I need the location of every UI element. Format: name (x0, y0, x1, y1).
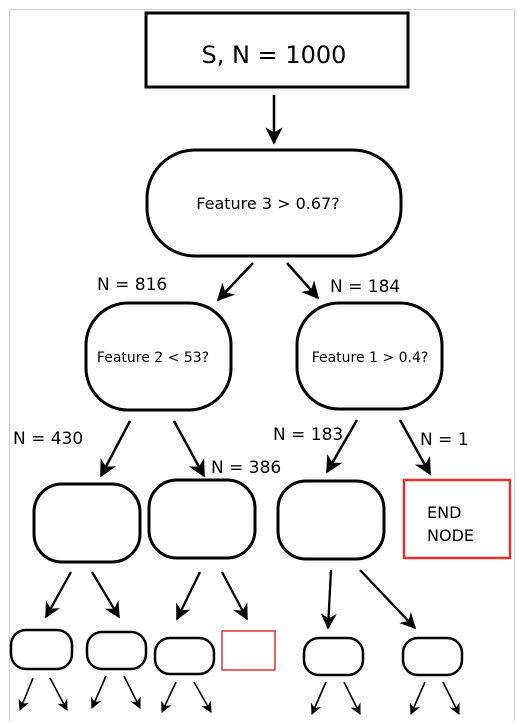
level2-left-question: Feature 2 < 53? (97, 350, 209, 366)
level4-node-5 (401, 636, 464, 677)
end-node-line1: END (427, 503, 461, 522)
level3-node-3 (276, 479, 386, 561)
level2-rr-edge-label: N = 1 (420, 430, 469, 450)
end-node-box (402, 478, 512, 560)
level1-right-edge-label: N = 184 (330, 277, 400, 297)
level2-right-node: Feature 1 > 0.4? (295, 301, 444, 411)
level2-rl-arrow (325, 419, 359, 474)
level2-right-question: Feature 1 > 0.4? (312, 350, 429, 366)
level2-lr-edge-label: N = 386 (211, 458, 281, 478)
level2-lr-arrow (172, 420, 206, 478)
level1-node: Feature 3 > 0.67? (145, 148, 403, 258)
level1-question: Feature 3 > 0.67? (196, 194, 339, 213)
level3-arrow-3 (175, 571, 202, 621)
level2-rl-edge-label: N = 183 (273, 425, 343, 445)
page-frame (9, 9, 515, 721)
root-node: S, N = 1000 (144, 11, 410, 89)
level2-left-node: Feature 2 < 53? (84, 301, 233, 412)
level4-node-4 (302, 636, 365, 677)
root-node-label: S, N = 1000 (202, 41, 347, 69)
level1-left-arrow (216, 262, 254, 302)
level4-node-1 (9, 628, 74, 671)
root-node-box (144, 11, 410, 89)
level3-node-1 (32, 482, 142, 564)
level2-ll-arrow (99, 420, 132, 478)
level1-left-edge-label: N = 816 (97, 275, 167, 295)
level3-arrow-1 (44, 571, 73, 619)
end-node-line2: NODE (427, 526, 474, 545)
level2-rr-arrow (398, 419, 432, 476)
level1-right-arrow (286, 262, 320, 300)
level3-node-2 (147, 478, 257, 560)
level3-arrow-2 (91, 571, 120, 619)
level4-child-arrows (18, 675, 460, 716)
level3-arrow-5 (320, 569, 337, 630)
level1-node-box (145, 148, 403, 258)
level2-right-node-box (295, 301, 444, 411)
level2-left-node-box (84, 301, 233, 412)
level2-ll-edge-label: N = 430 (13, 429, 83, 449)
level4-end-node (221, 630, 276, 671)
level3-arrow-6 (359, 569, 417, 630)
level3-arrow-4 (220, 571, 249, 621)
level4-node-3 (153, 636, 216, 676)
level4-node-2 (85, 630, 148, 671)
end-node: END NODE (402, 478, 512, 560)
